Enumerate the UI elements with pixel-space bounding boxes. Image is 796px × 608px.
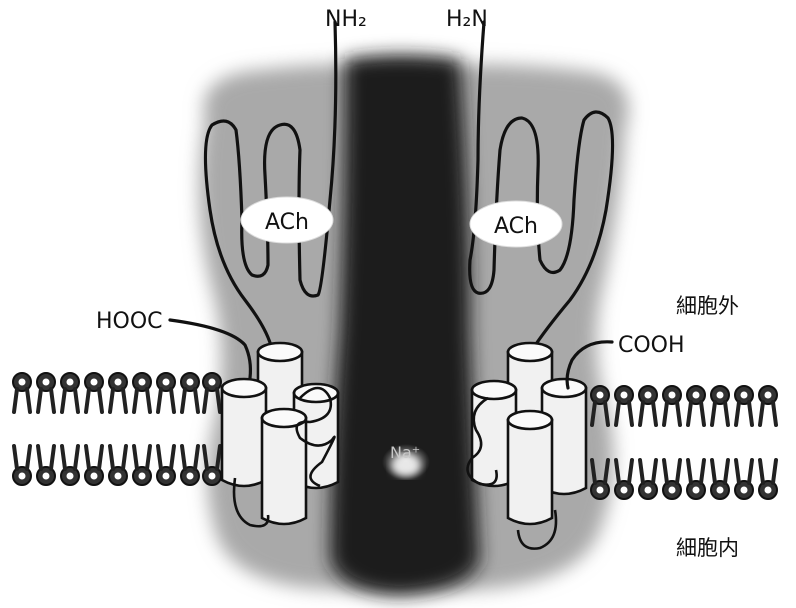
cooh-label: COOH [618, 333, 685, 358]
sodium-label: Na⁺ [390, 443, 420, 462]
helix-cylinder [508, 411, 552, 524]
ach-binding-site-right: ACh [470, 201, 562, 247]
intracellular-label: 細胞内 [676, 536, 739, 560]
extracellular-label: 細胞外 [676, 294, 739, 318]
nh2-label: NH₂ [325, 7, 367, 32]
hooc-label: HOOC [96, 309, 163, 334]
helix-cylinder [222, 379, 266, 486]
ach-label-left: ACh [265, 210, 309, 235]
ion-channel-pore [330, 55, 480, 595]
helix-cylinder [262, 409, 306, 524]
ach-label-right: ACh [494, 214, 538, 239]
ach-binding-site-left: ACh [241, 197, 333, 243]
h2n-label: H₂N [446, 7, 488, 32]
membrane-right [591, 386, 777, 499]
membrane-left [13, 373, 221, 485]
